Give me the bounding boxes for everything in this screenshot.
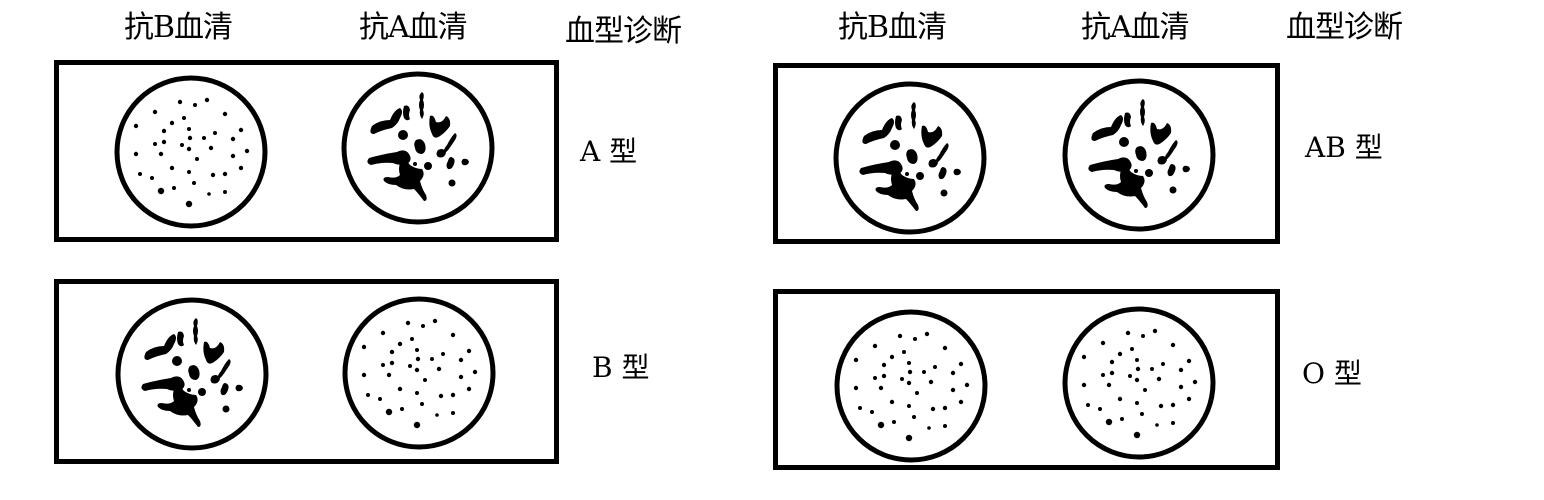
header-anti-b-left: 抗B血清 (124, 10, 233, 45)
header-anti-a-right: 抗A血清 (1081, 10, 1190, 45)
well-anti-b-type-b (115, 297, 269, 451)
well-anti-b-type-ab (833, 81, 987, 235)
header-diagnosis-right: 血型诊断 (1286, 10, 1403, 45)
header-anti-b-right: 抗B血清 (838, 10, 947, 45)
header-diagnosis-left: 血型诊断 (565, 14, 682, 49)
blood-type-label-o: O 型 (1302, 357, 1362, 390)
blood-type-label-ab: AB 型 (1305, 131, 1383, 164)
well-anti-a-type-b (342, 296, 496, 450)
well-anti-a-type-o (1062, 306, 1216, 460)
blood-type-label-a: A 型 (580, 135, 638, 168)
header-anti-a-left: 抗A血清 (359, 10, 468, 45)
well-anti-b-type-a (114, 75, 268, 229)
well-anti-a-type-ab (1062, 78, 1216, 232)
well-anti-a-type-a (341, 71, 495, 225)
well-anti-b-type-o (834, 309, 988, 463)
blood-type-label-b: B 型 (592, 351, 650, 384)
